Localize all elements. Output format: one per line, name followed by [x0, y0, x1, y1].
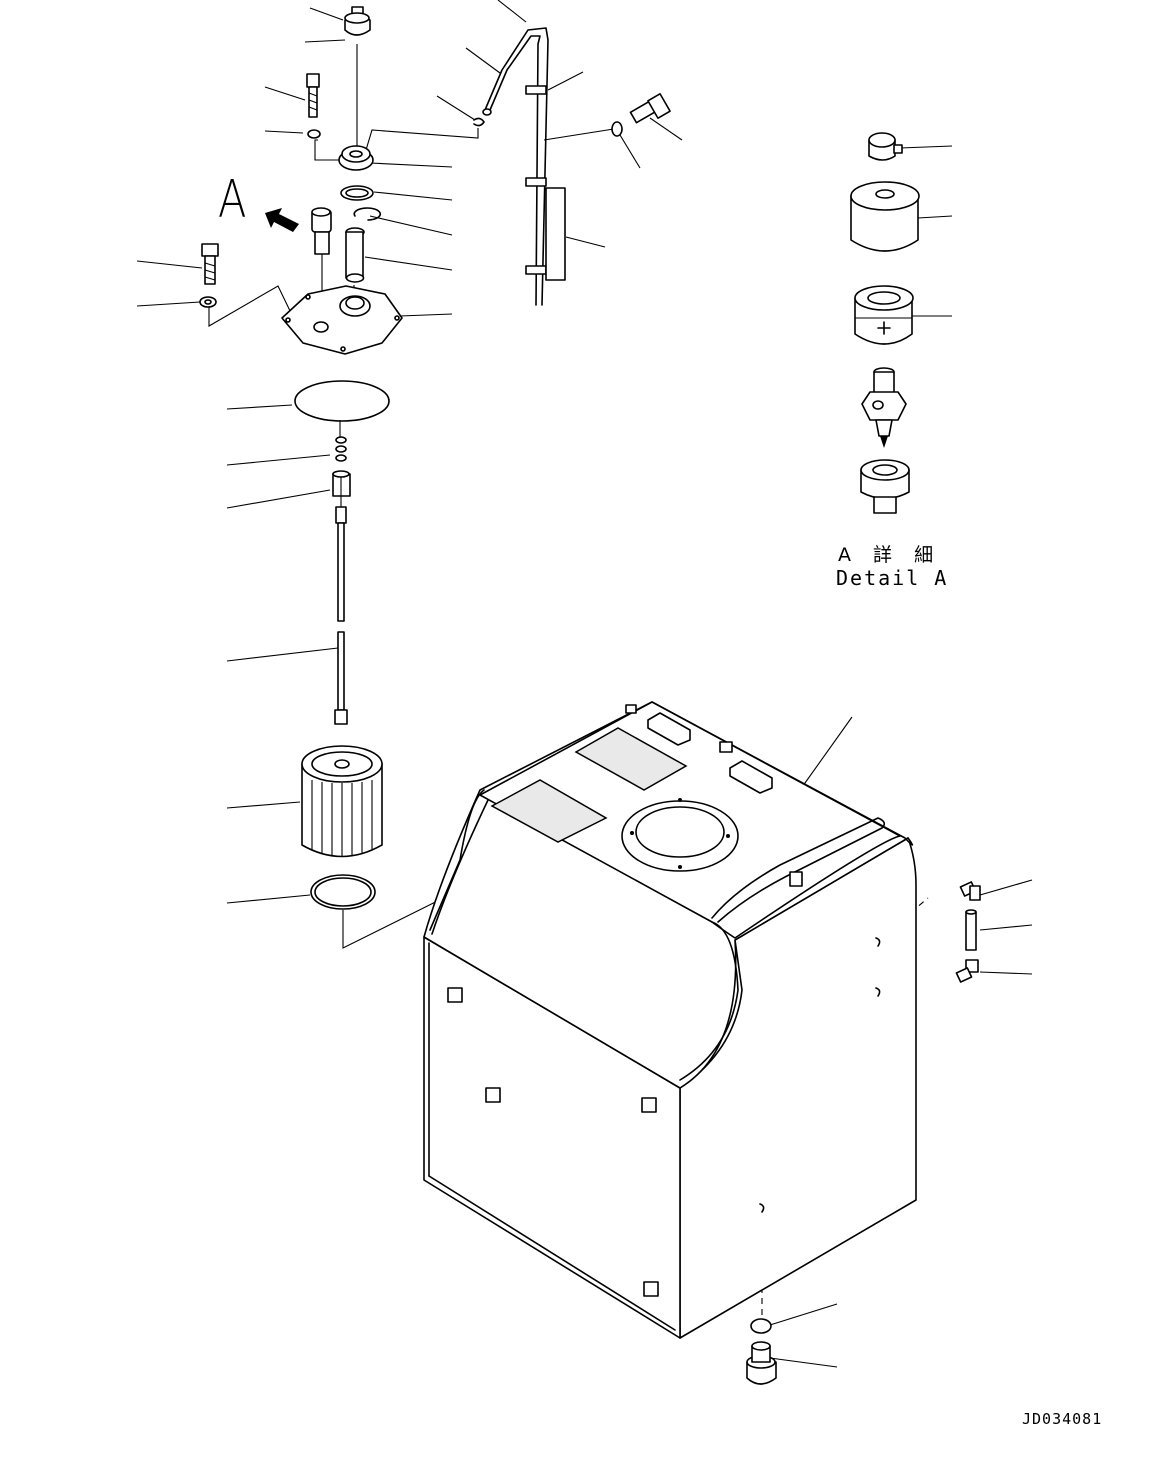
strainer [345, 227, 365, 283]
bracket-washer [611, 121, 623, 137]
snap-ring [353, 207, 382, 221]
breather-cap [344, 6, 371, 36]
section-a-arrow [265, 208, 299, 232]
non-slip-plate [490, 779, 608, 843]
detail-a-label-japanese: A 詳 細 [838, 544, 942, 566]
elbow-fitting-bottom [955, 959, 979, 983]
drawing-number: JD034081 [1022, 1410, 1103, 1428]
filter-o-ring [310, 874, 376, 910]
breather-valve [311, 207, 332, 255]
hex-nut [332, 470, 351, 497]
breather-pipe [482, 27, 549, 306]
drain-plug [746, 1341, 777, 1385]
detail-a-cover [850, 181, 920, 252]
hose-piece [965, 909, 977, 951]
filter-rod [334, 506, 348, 725]
non-slip-plate [574, 727, 688, 791]
detail-a-label-english: Detail A [836, 566, 949, 590]
cover-bolt [201, 243, 219, 285]
filter-element [301, 745, 383, 858]
hydraulic-tank [423, 701, 917, 1339]
detail-a-body [854, 285, 914, 345]
detail-a-nut [860, 459, 910, 514]
cover-gasket [294, 380, 390, 422]
tank-cover-plate [281, 285, 403, 355]
elbow-fitting-top [959, 881, 981, 901]
detail-a-valve [861, 367, 907, 448]
leader-lines [136, 0, 1033, 1368]
cap-bolt [306, 73, 320, 118]
view-a-label: A [218, 170, 247, 230]
spring-set [335, 436, 347, 462]
o-ring [340, 185, 374, 201]
detail-a-cap [868, 132, 903, 161]
drain-gasket [750, 1318, 772, 1334]
pipe-clip [473, 117, 485, 127]
cover-washer [199, 296, 217, 308]
filler-neck-adapter [338, 145, 374, 171]
lock-washer [307, 129, 321, 139]
pipe-clamp-plate [545, 187, 566, 281]
bracket-bolt [629, 93, 671, 124]
